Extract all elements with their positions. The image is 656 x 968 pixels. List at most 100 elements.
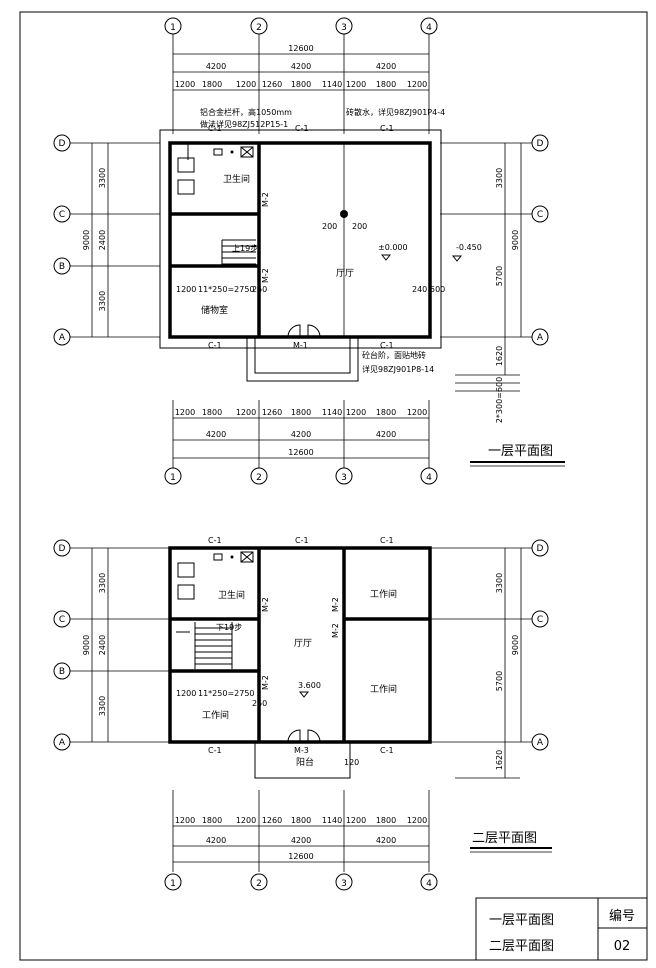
dim-1200-1: 1200	[176, 285, 196, 294]
dim-seg: 1200	[407, 816, 427, 825]
titleblock-no-label: 编号	[609, 909, 635, 924]
stair-label-2: 下19步	[216, 623, 242, 632]
axis-3-bottom: 3	[341, 473, 347, 483]
axis-4-bottom-2: 4	[426, 879, 432, 889]
dim-seg: 1800	[202, 816, 222, 825]
axis-C-right-2: C	[537, 615, 543, 625]
axis-2-bottom-2: 2	[256, 879, 262, 889]
dim-1200-2: 1200	[176, 689, 196, 698]
dim-row-left: 3300	[98, 291, 107, 311]
dim-total-bottom: 12600	[288, 448, 313, 457]
titleblock-no-value: 02	[614, 939, 631, 954]
room-wc-2: 卫生间	[218, 589, 245, 601]
room-store-1: 储物室	[201, 304, 228, 316]
stair-1	[221, 239, 256, 266]
stair-calc-1: 11*250=2750	[198, 285, 255, 294]
dim-total-top: 12600	[288, 44, 313, 53]
plan-title-1: 一层平面图	[488, 444, 553, 459]
dim-bay-2: 4200	[291, 836, 311, 845]
dim-row-right: 3300	[495, 168, 504, 188]
dim-seg: 1200	[236, 408, 256, 417]
axis-C-left-2: C	[59, 615, 65, 625]
dim-total-right: 9000	[511, 230, 520, 250]
axis-1-bottom-2: 1	[170, 879, 176, 889]
dim-seg: 1140	[322, 80, 342, 89]
dim-row-right: 5700	[495, 266, 504, 286]
axis-C-right: C	[537, 210, 543, 220]
axis-2-bottom: 2	[256, 473, 262, 483]
dim-250-1: 250	[252, 285, 267, 294]
window-label-1d: C-1	[208, 341, 222, 350]
axis-3-top: 3	[341, 23, 347, 33]
room-wc-1: 卫生间	[223, 173, 250, 185]
dim-row-left: 3300	[98, 168, 107, 188]
axis-D-right-2: D	[537, 544, 544, 554]
dim-seg: 1800	[376, 408, 396, 417]
dim-seg: 1200	[175, 80, 195, 89]
window-label-1e: C-1	[380, 341, 394, 350]
axis-A-left-2: A	[59, 738, 66, 748]
door-label-m2a: M-2	[261, 192, 270, 207]
bottom-dimensions-1: 1200 1800 1200 1260 1800 1140 1200 1800 …	[164, 400, 438, 485]
sheet-border	[19, 11, 648, 961]
dim-bay-2: 4200	[291, 62, 311, 71]
bottom-dimensions-2: 1200 1800 1200 1260 1800 1140 1200 1800 …	[164, 790, 438, 891]
right-axis-2: D C A 3300 5700 9000 1620	[430, 539, 549, 779]
titleblock-line1: 一层平面图	[489, 913, 554, 928]
dim-seg: 1800	[291, 408, 311, 417]
dim-step-rise: 2*300=600	[495, 377, 504, 423]
dim-step-h: 1620	[495, 346, 504, 366]
window-label-2b: C-1	[295, 536, 309, 545]
dim-bay-3: 4200	[376, 836, 396, 845]
dim-total-left-2: 9000	[82, 635, 91, 655]
stair-label-1: 上19步	[232, 244, 258, 253]
title-block: 一层平面图 二层平面图 编号 02	[475, 897, 648, 961]
dim-seg: 1200	[407, 408, 427, 417]
axis-4-bottom: 4	[426, 473, 432, 483]
dim-bay-3: 4200	[376, 430, 396, 439]
porch-1	[246, 324, 359, 382]
dim-row-left: 2400	[98, 230, 107, 250]
axis-B-left: B	[59, 262, 65, 272]
plan-title-2: 二层平面图	[472, 831, 537, 846]
room-work-2c: 工作间	[202, 709, 229, 721]
note-rail-2: 做法详见98ZJ512P15-1	[200, 119, 288, 129]
dim-200b: 200	[352, 222, 367, 231]
room-hall-1: 厅厅	[336, 268, 354, 279]
dim-row-right-2: 3300	[495, 573, 504, 593]
dim-seg: 1200	[346, 816, 366, 825]
window-label-2e: C-1	[380, 746, 394, 755]
level-0: ±0.000	[378, 243, 408, 252]
window-label-1a: C-1	[208, 124, 222, 133]
axis-1-bottom: 1	[170, 473, 176, 483]
door-label-m2-2a: M-2	[261, 597, 270, 612]
axis-D-right: D	[537, 139, 544, 149]
dim-500: 500	[430, 285, 445, 294]
axis-1-top: 1	[170, 23, 176, 33]
room-hall-2: 厅厅	[294, 638, 312, 649]
dim-seg: 1260	[262, 408, 282, 417]
axis-A-right-2: A	[537, 738, 544, 748]
dim-seg: 1260	[262, 816, 282, 825]
door-label-m2-2c: M-2	[331, 597, 340, 612]
dim-seg: 1800	[291, 80, 311, 89]
dim-total-left: 9000	[82, 230, 91, 250]
dim-seg: 1200	[407, 80, 427, 89]
axis-D-left: D	[59, 139, 66, 149]
door-label-m2-2d: M-2	[331, 623, 340, 638]
dim-total-right-2: 9000	[511, 635, 520, 655]
dim-120: 120	[344, 758, 359, 767]
room-work-2a: 工作间	[370, 588, 397, 600]
dim-bay-2: 4200	[291, 430, 311, 439]
stair-2	[176, 622, 233, 669]
titleblock-line2: 二层平面图	[489, 939, 554, 954]
left-axis-1: D C B A 9000 3300 2400 3300	[53, 134, 160, 346]
dim-seg: 1800	[291, 816, 311, 825]
axis-B-left-2: B	[59, 667, 65, 677]
window-label-2a: C-1	[208, 536, 222, 545]
dim-seg: 1140	[322, 816, 342, 825]
dim-seg: 1200	[175, 408, 195, 417]
dim-seg: 1800	[202, 408, 222, 417]
window-label-1c: C-1	[380, 124, 394, 133]
